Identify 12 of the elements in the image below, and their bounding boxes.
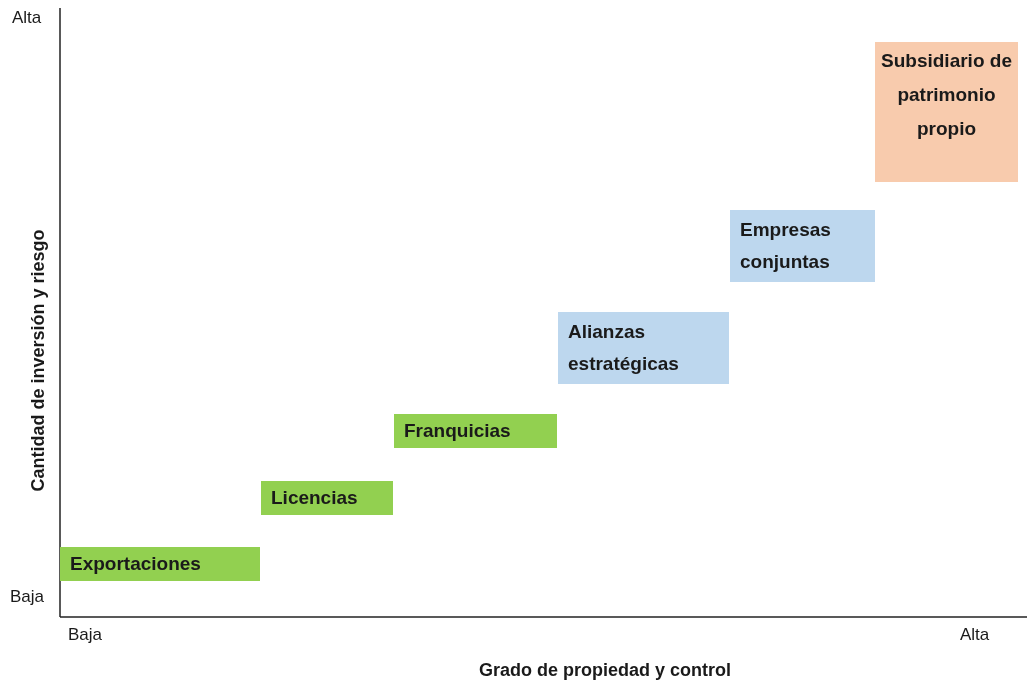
axis-min-label: Baja [10,587,45,607]
axis-title: Grado de propiedad y control [479,660,732,681]
strategy-box: Licencias [261,481,393,515]
axis-min-label: Baja [68,625,103,645]
axis-title: Cantidad de inversión y riesgo [27,228,49,492]
strategy-box: Franquicias [394,414,557,448]
axis-max-label: Alta [960,625,990,645]
axis-max-label: Alta [12,8,42,28]
strategy-box: Subsidiario de patrimonio propio [875,42,1018,182]
strategy-box: Exportaciones [60,547,260,581]
strategy-box: Empresas conjuntas [730,210,875,282]
strategy-box: Alianzas estratégicas [558,312,729,384]
